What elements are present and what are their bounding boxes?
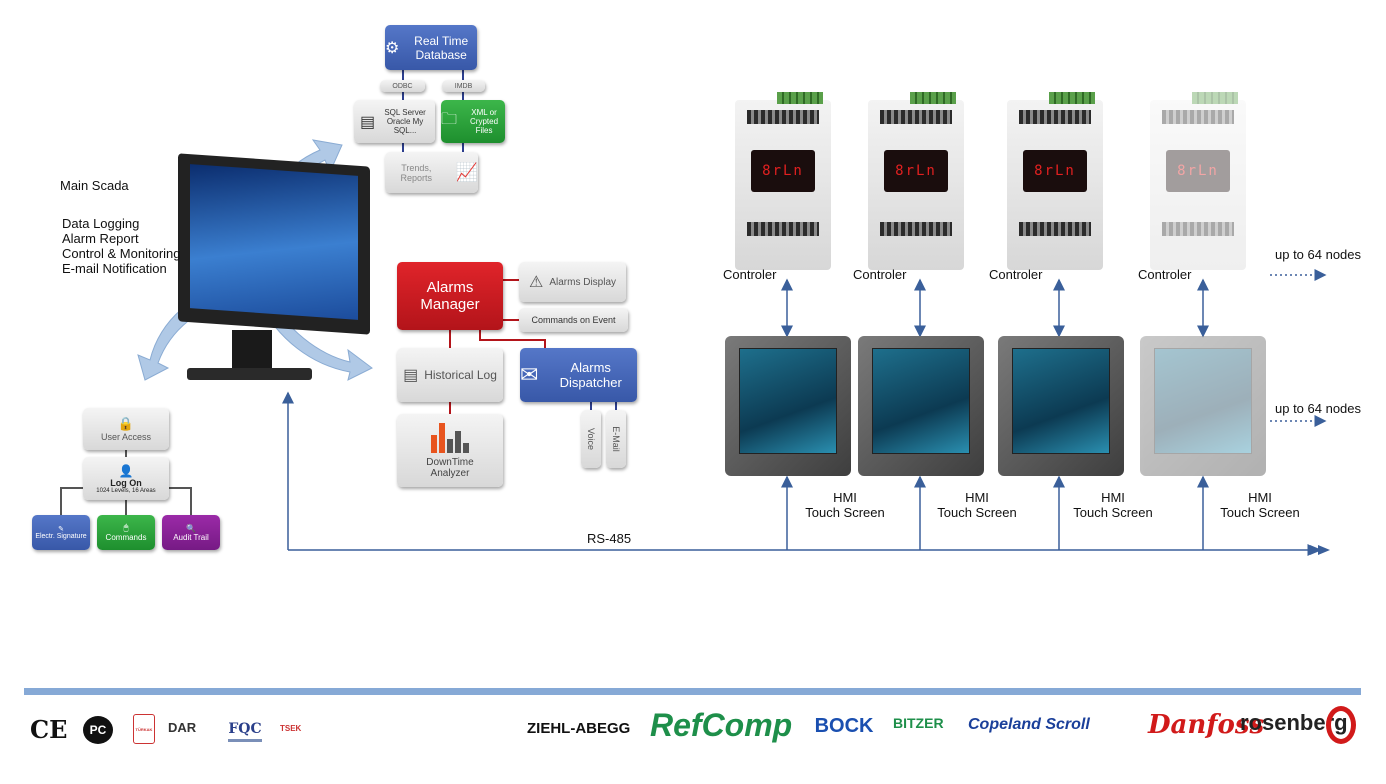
voice-box: Voice bbox=[581, 410, 601, 468]
audit-document-icon: 🔍 bbox=[186, 523, 196, 533]
xml-files-box: 🗀XML or Crypted Files bbox=[441, 100, 505, 143]
alarms-manager-box: Alarms Manager bbox=[397, 262, 503, 330]
terminal-block bbox=[1049, 92, 1095, 104]
turkak-logo: TÜRKAK bbox=[133, 714, 155, 744]
dar-logo: DAR bbox=[168, 720, 197, 735]
gears-icon: ⚙ bbox=[385, 39, 400, 57]
controller-display: 8rLn bbox=[1023, 150, 1087, 192]
controller-label: Controler bbox=[723, 267, 777, 282]
signature-icon: ✎ bbox=[58, 526, 64, 533]
alarm-links bbox=[449, 279, 546, 414]
hmi-touch-screen-device bbox=[998, 336, 1124, 476]
server-icon: ▤ bbox=[403, 367, 419, 384]
trends-reports-box: Trends, Reports📈 bbox=[385, 152, 478, 193]
controller-label: Controler bbox=[853, 267, 907, 282]
hmi-screen bbox=[1012, 348, 1110, 454]
controller-device: 8rLn bbox=[1007, 92, 1103, 270]
tsek-logo: TSEK bbox=[280, 724, 302, 733]
sql-box: ▤SQL Server Oracle My SQL... bbox=[354, 100, 435, 143]
envelope-icon: ✉ bbox=[520, 362, 539, 387]
user-access-box: 🔒User Access bbox=[83, 408, 169, 450]
terminal-block bbox=[747, 222, 819, 236]
email-box: E-Mail bbox=[606, 410, 626, 468]
terminal-block bbox=[777, 92, 823, 104]
trend-chart-icon: 📈 bbox=[455, 162, 478, 182]
bar-chart-icon bbox=[431, 422, 469, 453]
controller-display: 8rLn bbox=[751, 150, 815, 192]
terminal-block bbox=[910, 92, 956, 104]
terminal-block bbox=[1019, 110, 1091, 124]
user-icon: 👤 bbox=[118, 463, 134, 478]
bitzer-logo: BITZER bbox=[893, 715, 944, 731]
pc-logo: PC bbox=[83, 716, 113, 744]
copeland-scroll-logo: Copeland Scroll bbox=[968, 716, 1090, 733]
rs485-bus bbox=[282, 269, 1327, 556]
ziehl-abegg-logo: ZIEHL-ABEGG bbox=[527, 720, 631, 737]
terminal-block bbox=[1019, 222, 1091, 236]
mouse-icon: 🖱 bbox=[123, 523, 129, 532]
access-links bbox=[60, 450, 192, 515]
real-time-database-box: ⚙Real Time Database bbox=[385, 25, 477, 70]
server-icon: ▤ bbox=[360, 113, 376, 131]
electronic-signature-button: ✎Electr. Signature bbox=[32, 515, 90, 550]
hmi-screen bbox=[1154, 348, 1252, 454]
controller-device: 8rLn bbox=[735, 92, 831, 270]
terminal-block bbox=[880, 110, 952, 124]
refcomp-logo: RefComp bbox=[650, 707, 793, 743]
controller-device: 8rLn bbox=[1150, 92, 1246, 270]
odbc-tag: ODBC bbox=[380, 80, 425, 92]
hmi-screen bbox=[739, 348, 837, 454]
audit-trail-button: 🔍Audit Trail bbox=[162, 515, 220, 550]
footer-bar bbox=[24, 688, 1361, 695]
controller-nodes-limit: up to 64 nodes bbox=[1275, 247, 1362, 262]
controller-label: Controler bbox=[989, 267, 1043, 282]
rs485-label: RS-485 bbox=[587, 531, 632, 546]
terminal-block bbox=[880, 222, 952, 236]
imdb-tag: IMDB bbox=[442, 80, 485, 92]
hmi-touch-screen-device bbox=[1140, 336, 1266, 476]
lock-icon: 🔒 bbox=[117, 416, 135, 431]
main-scada-title: Main Scada bbox=[60, 178, 129, 193]
danfoss-logo: Danfoss bbox=[1148, 710, 1265, 740]
monitor-base bbox=[187, 368, 312, 380]
hmi-touch-screen-device bbox=[725, 336, 851, 476]
alarms-dispatcher-box: ✉Alarms Dispatcher bbox=[520, 348, 637, 402]
warning-document-icon: ⚠ bbox=[528, 274, 544, 291]
ce-logo: CE bbox=[30, 715, 68, 744]
controller-display: 8rLn bbox=[884, 150, 948, 192]
bock-logo: BOCK bbox=[814, 714, 874, 737]
hmi-touch-screen-device bbox=[858, 336, 984, 476]
hmi-nodes-limit: up to 64 nodes bbox=[1275, 401, 1362, 416]
terminal-block bbox=[1192, 92, 1238, 104]
fqc-logo: FQC bbox=[228, 718, 262, 742]
alarms-display-box: ⚠Alarms Display bbox=[519, 262, 626, 302]
controller-device: 8rLn bbox=[868, 92, 964, 270]
monitor-stand bbox=[232, 330, 272, 372]
rosenberg-fan-icon bbox=[1326, 706, 1356, 744]
commands-on-event-box: Commands on Event bbox=[519, 308, 628, 332]
downtime-analyzer-box: DownTime Analyzer bbox=[397, 414, 503, 487]
monitor-icon bbox=[178, 153, 370, 335]
terminal-block bbox=[747, 110, 819, 124]
controller-display: 8rLn bbox=[1166, 150, 1230, 192]
terminal-block bbox=[1162, 110, 1234, 124]
hmi-screen bbox=[872, 348, 970, 454]
historical-log-box: ▤Historical Log bbox=[397, 348, 503, 402]
folder-icon: 🗀 bbox=[441, 111, 458, 128]
commands-button: 🖱Commands bbox=[97, 515, 155, 550]
controller-label: Controler bbox=[1138, 267, 1192, 282]
terminal-block bbox=[1162, 222, 1234, 236]
